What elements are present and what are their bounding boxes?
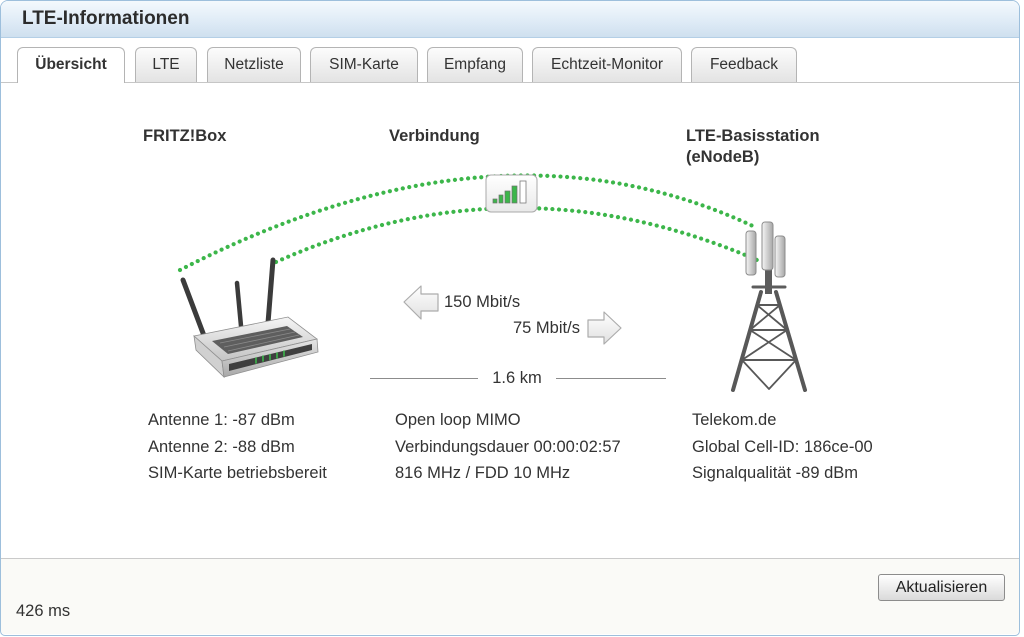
tab-bar-divider bbox=[1, 82, 1019, 83]
base-station-details: Telekom.de Global Cell-ID: 186ce-00 Sign… bbox=[692, 407, 873, 487]
tower-mast bbox=[765, 266, 772, 294]
tab-uebersicht[interactable]: Übersicht bbox=[17, 47, 125, 83]
tab-empfang[interactable]: Empfang bbox=[427, 47, 523, 82]
downstream-rate: 150 Mbit/s bbox=[444, 293, 521, 311]
radio-link-lower bbox=[273, 205, 760, 265]
tower-leg-right bbox=[774, 290, 807, 392]
tab-echtzeit-monitor[interactable]: Echtzeit-Monitor bbox=[532, 47, 682, 82]
router-antenna-left bbox=[180, 277, 209, 344]
router-icon bbox=[180, 257, 319, 379]
connection-detail-line: 816 MHz / FDD 10 MHz bbox=[395, 464, 571, 482]
signal-bar bbox=[492, 198, 498, 204]
base-station-detail-line: Signalqualität -89 dBm bbox=[692, 464, 859, 482]
fritzbox-detail-line: Antenne 1: -87 dBm bbox=[148, 411, 295, 429]
base-station-subheading: (eNodeB) bbox=[686, 148, 760, 166]
fritzbox-heading: FRITZ!Box bbox=[143, 127, 227, 145]
arrow-right-icon bbox=[587, 311, 622, 345]
connection-details: Open loop MIMO Verbindungsdauer 00:00:02… bbox=[395, 407, 621, 487]
tower-antenna-panel bbox=[761, 221, 774, 271]
tower-braces bbox=[741, 304, 797, 390]
load-time: 426 ms bbox=[16, 602, 71, 620]
router-antenna-right bbox=[265, 257, 276, 326]
signal-bar bbox=[504, 190, 511, 204]
arrow-left-icon bbox=[403, 285, 439, 320]
refresh-button[interactable]: Aktualisieren bbox=[878, 574, 1005, 601]
cell-tower-icon bbox=[731, 221, 807, 392]
router-antenna-middle bbox=[234, 280, 244, 329]
router-vent-lines bbox=[219, 328, 300, 352]
fritzbox-detail-line: Antenne 2: -88 dBm bbox=[148, 437, 295, 456]
tower-crossbars bbox=[741, 304, 797, 361]
fritzbox-details: Antenne 1: -87 dBm Antenne 2: -88 dBm SI… bbox=[148, 407, 327, 487]
title-bar: LTE-Informationen bbox=[1, 1, 1019, 38]
footer-divider bbox=[1, 558, 1019, 559]
tower-leg-left bbox=[731, 290, 763, 392]
footer-area bbox=[1, 559, 1019, 634]
signal-bar bbox=[519, 180, 527, 204]
tab-sim-karte[interactable]: SIM-Karte bbox=[310, 47, 418, 82]
signal-bar bbox=[511, 185, 518, 204]
distance-label: 1.6 km bbox=[492, 369, 542, 387]
tab-feedback[interactable]: Feedback bbox=[691, 47, 797, 82]
base-station-heading: LTE-Basisstation bbox=[686, 127, 820, 145]
radio-link-upper bbox=[177, 173, 760, 273]
base-station-detail-line: Global Cell-ID: 186ce-00 bbox=[692, 437, 873, 456]
signal-icon-frame bbox=[485, 174, 538, 213]
connection-detail-line: Verbindungsdauer 00:00:02:57 bbox=[395, 437, 621, 456]
tab-lte[interactable]: LTE bbox=[135, 47, 197, 82]
connection-detail-line: Open loop MIMO bbox=[395, 411, 521, 429]
router-leds bbox=[255, 350, 285, 364]
signal-strength-icon bbox=[485, 174, 538, 213]
fritzbox-detail-line: SIM-Karte betriebsbereit bbox=[148, 464, 327, 482]
tower-antenna-panel bbox=[745, 230, 757, 276]
base-station-detail-line: Telekom.de bbox=[692, 411, 777, 429]
tower-lattice bbox=[731, 290, 807, 392]
window-title: LTE-Informationen bbox=[22, 8, 190, 29]
upstream-rate: 75 Mbit/s bbox=[513, 319, 580, 337]
tower-antenna-panel bbox=[774, 235, 786, 278]
signal-bar bbox=[498, 194, 504, 204]
connection-heading: Verbindung bbox=[389, 127, 480, 145]
tab-netzliste[interactable]: Netzliste bbox=[207, 47, 301, 82]
